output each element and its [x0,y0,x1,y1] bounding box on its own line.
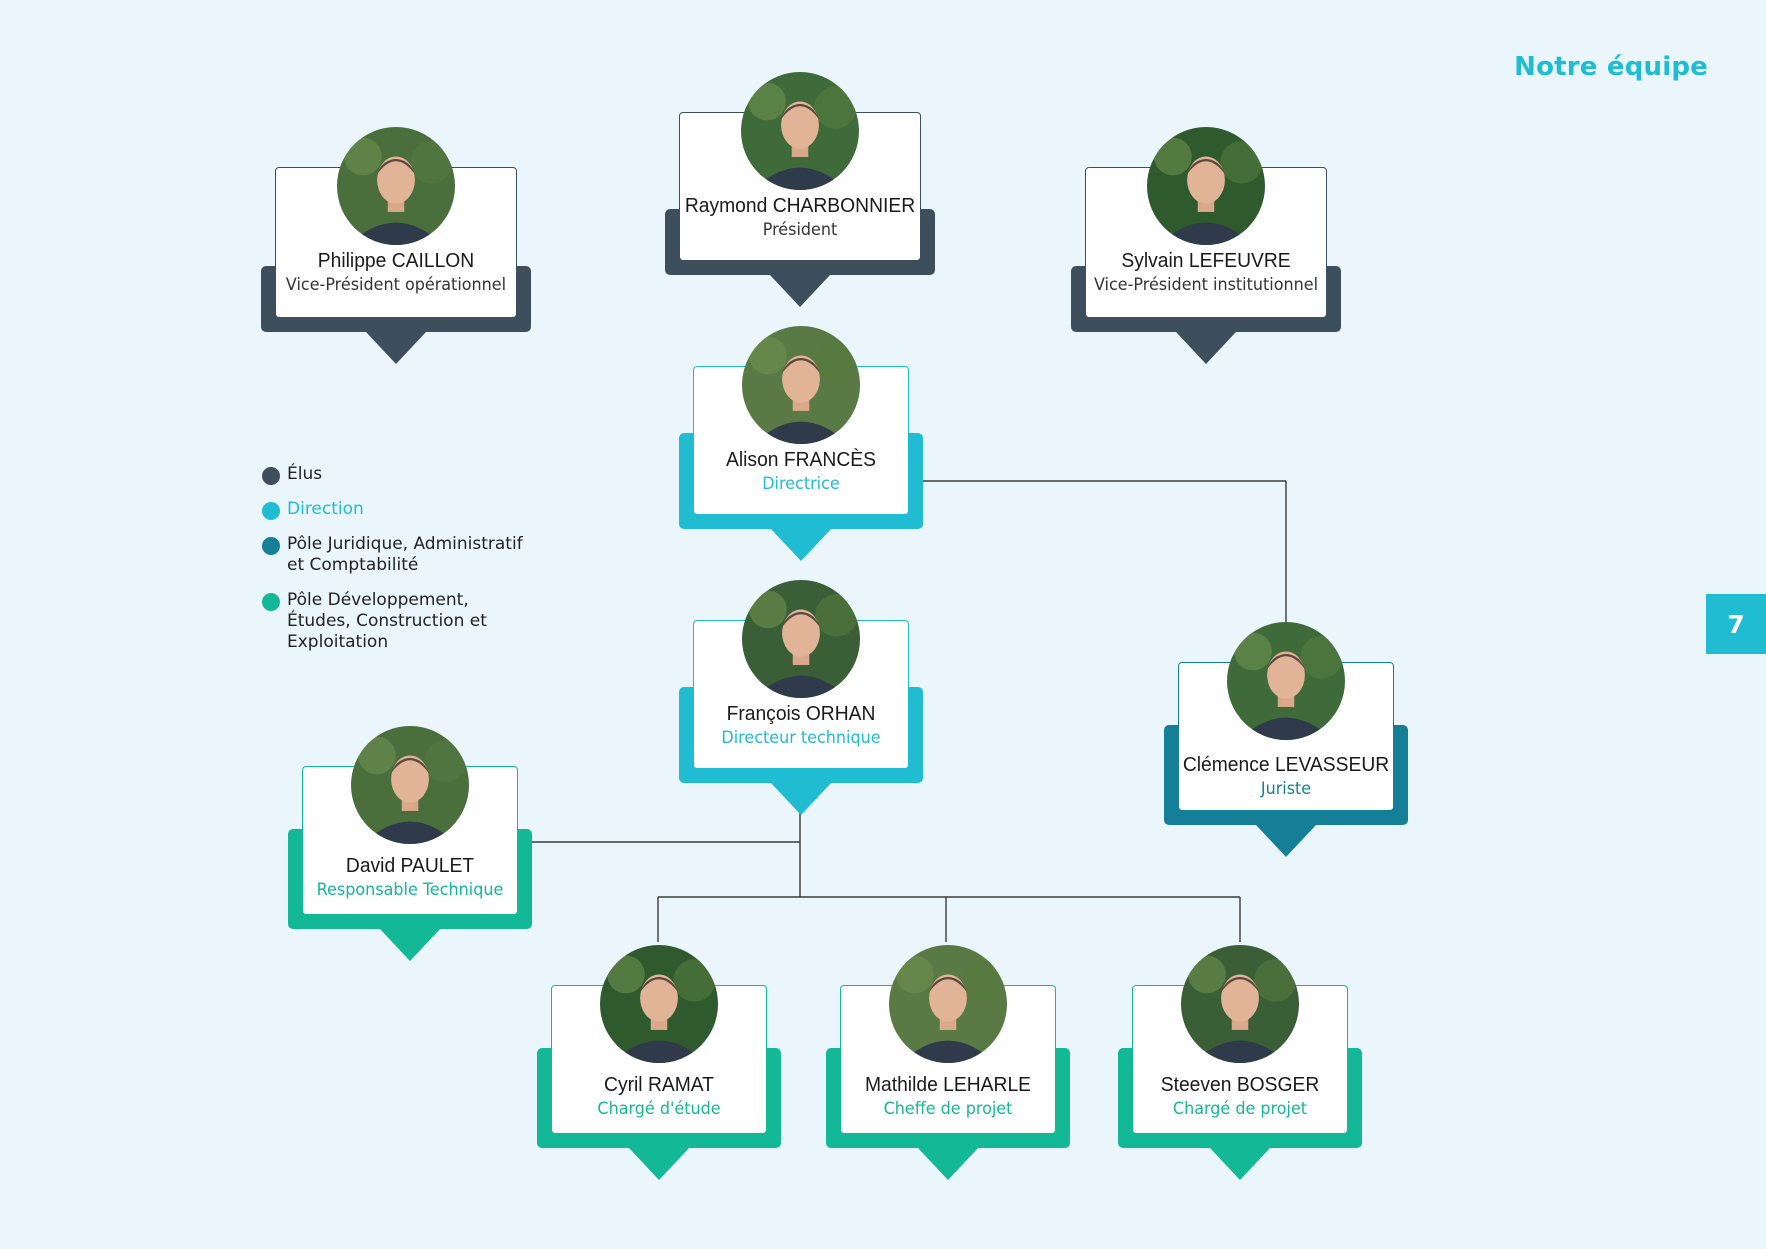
person-name: Steeven BOSGER [1160,1073,1320,1096]
legend-label: Pôle Juridique, Administratif et Comptab… [287,534,523,575]
person-name: Raymond CHARBONNIER [684,194,916,217]
person-name: François ORHAN [726,702,876,725]
legend-dot [262,537,280,555]
person-role: Cheffe de projet [883,1099,1013,1119]
legend-item-developpement: Pôle Développement, Études, Construction… [262,590,537,653]
portrait-photo [337,127,455,245]
person-name: Mathilde LEHARLE [864,1073,1032,1096]
legend-label: Direction [287,499,364,519]
card-pointer [1256,825,1316,857]
page-title: Notre équipe [1514,52,1708,82]
person-name: Clémence LEVASSEUR [1182,753,1390,776]
portrait-photo [889,945,1007,1063]
legend-item-elus: Élus [262,464,537,485]
person-name: Cyril RAMAT [604,1073,714,1096]
person-card-charbonnier: Raymond CHARBONNIER Président [665,72,935,307]
card-pointer [770,275,830,307]
person-card-leharle: Mathilde LEHARLE Cheffe de projet [826,945,1070,1180]
legend-item-direction: Direction [262,499,537,520]
card-pointer [629,1148,689,1180]
card-pointer [771,783,831,815]
person-role: Vice-Président institutionnel [1093,275,1319,295]
person-card-paulet: David PAULET Responsable Technique [288,726,532,961]
person-card-frances: Alison FRANCÈS Directrice [679,326,923,561]
card-pointer [1176,332,1236,364]
person-name: Sylvain LEFEUVRE [1121,249,1291,272]
person-card-levasseur: Clémence LEVASSEUR Juriste [1164,622,1408,857]
card-pointer [366,332,426,364]
person-name: David PAULET [345,854,475,877]
portrait-photo [741,72,859,190]
person-name: Alison FRANCÈS [726,448,876,471]
person-role: Directrice [762,474,840,494]
person-role: Directeur technique [721,728,881,748]
portrait-photo [351,726,469,844]
person-role: Président [762,220,838,240]
person-role: Juriste [1260,779,1312,799]
portrait-photo [742,580,860,698]
card-pointer [771,529,831,561]
person-card-ramat: Cyril RAMAT Chargé d'étude [537,945,781,1180]
card-pointer [380,929,440,961]
legend-label: Pôle Développement, Études, Construction… [287,590,487,652]
page-number: 7 [1706,594,1766,654]
person-card-caillon: Philippe CAILLON Vice-Président opératio… [261,127,531,364]
person-role: Responsable Technique [316,880,504,900]
person-name: Philippe CAILLON [317,249,475,272]
card-pointer [918,1148,978,1180]
portrait-photo [1147,127,1265,245]
portrait-photo [1181,945,1299,1063]
legend-dot [262,593,280,611]
legend-dot [262,502,280,520]
card-pointer [1210,1148,1270,1180]
person-card-lefeuvre: Sylvain LEFEUVRE Vice-Président institut… [1071,127,1341,364]
legend-item-juridique: Pôle Juridique, Administratif et Comptab… [262,534,532,576]
portrait-photo [1227,622,1345,740]
person-role: Chargé de projet [1172,1099,1308,1119]
legend: Élus Direction Pôle Juridique, Administr… [262,464,537,667]
person-card-bosger: Steeven BOSGER Chargé de projet [1118,945,1362,1180]
portrait-photo [742,326,860,444]
legend-label: Élus [287,464,323,484]
person-card-orhan: François ORHAN Directeur technique [679,580,923,815]
person-role: Vice-Président opérationnel [285,275,507,295]
portrait-photo [600,945,718,1063]
legend-dot [262,467,280,485]
person-role: Chargé d'étude [597,1099,721,1119]
